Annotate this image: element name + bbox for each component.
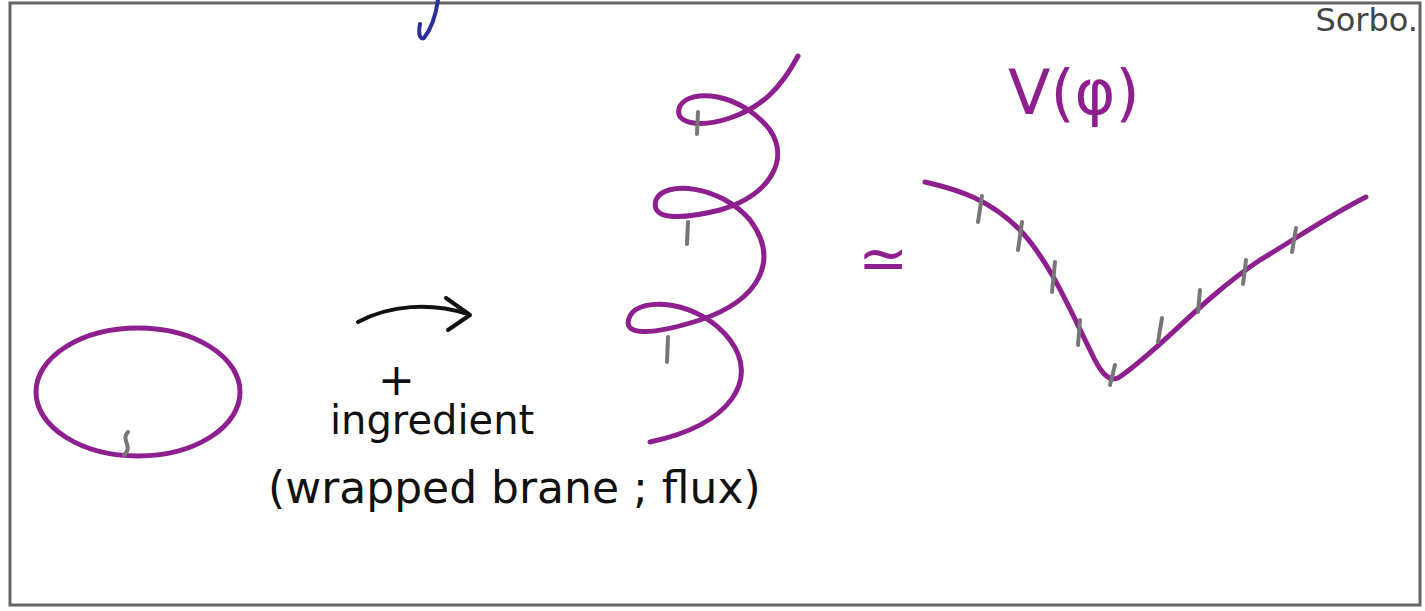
potential-label: V(φ) [1008, 62, 1140, 124]
blue-stroke [419, 0, 438, 38]
tick-marks [978, 196, 1296, 385]
tick-mark [124, 432, 128, 455]
potential-curve [925, 182, 1366, 379]
frame [10, 3, 1420, 605]
ingredient-list: (wrapped brane ; flux) [268, 466, 761, 510]
tick-marks [667, 112, 698, 362]
author-note: Sorbo. [1315, 4, 1418, 36]
arrow [358, 307, 468, 322]
approx-symbol: ≃ [858, 228, 908, 288]
circle-loop [36, 328, 240, 456]
ingredient-label: ingredient [330, 400, 534, 440]
helix [628, 56, 798, 442]
arrowhead [446, 298, 470, 330]
plus-sign: + [378, 358, 415, 402]
